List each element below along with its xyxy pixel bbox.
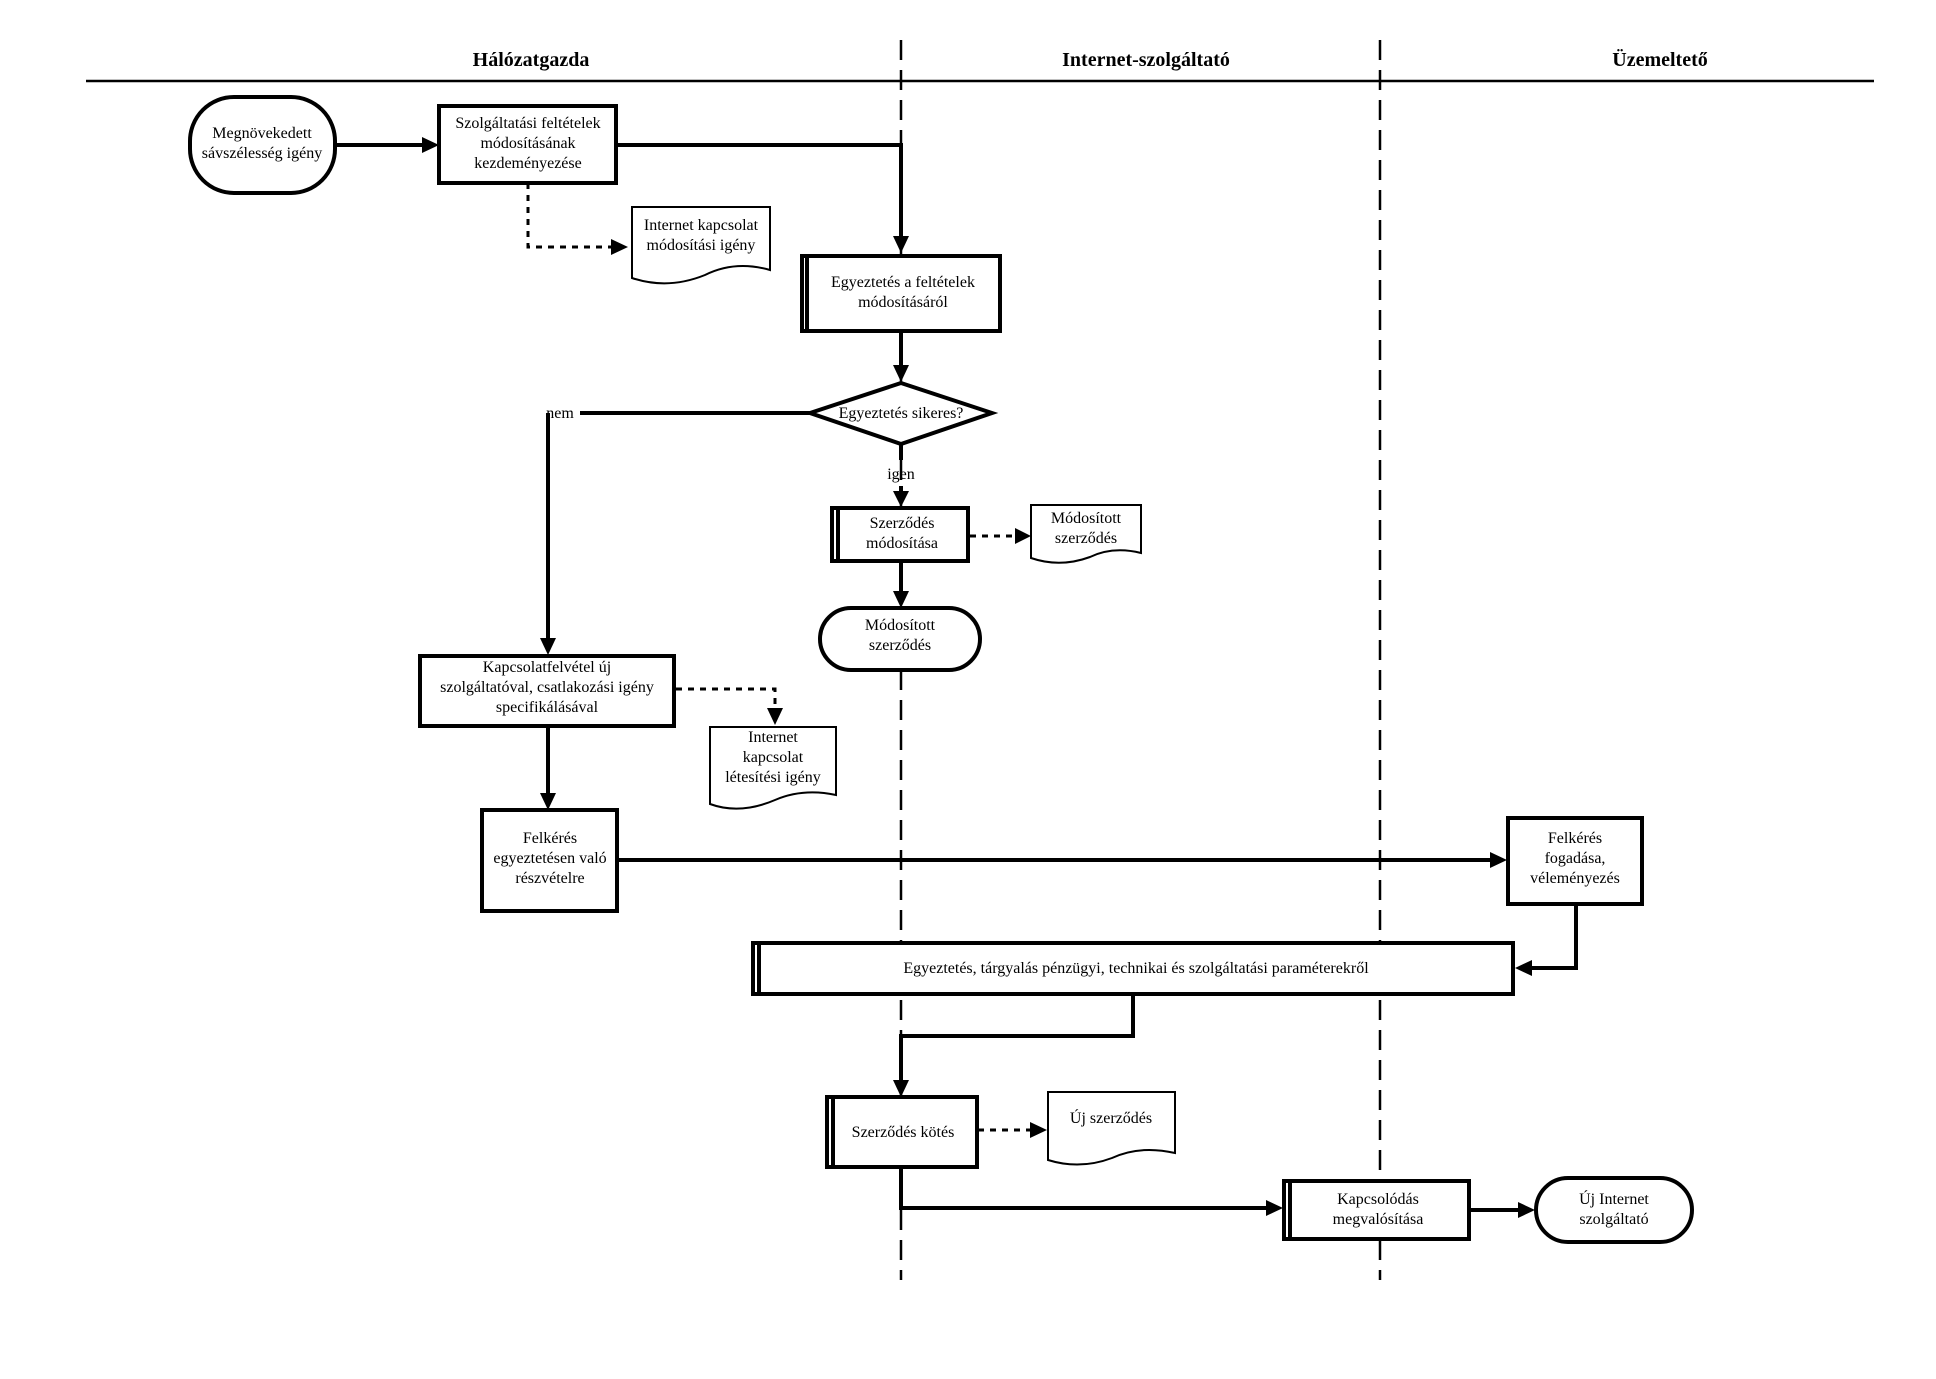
process-receive bbox=[1506, 816, 1644, 906]
arrowhead bbox=[1518, 1202, 1535, 1218]
process-contact-new bbox=[418, 654, 676, 728]
process-init bbox=[437, 104, 618, 185]
arrowhead bbox=[1030, 1122, 1047, 1138]
flow-negotiation-to-contract bbox=[899, 994, 1135, 1082]
document-new-contract-text: Új szerződés bbox=[1070, 1108, 1152, 1127]
process-negotiation-params-text: Egyeztetés, tárgyalás pénzügyi, technika… bbox=[903, 960, 1369, 977]
arrowhead bbox=[611, 239, 628, 255]
arrowhead bbox=[893, 236, 909, 253]
arrowhead bbox=[893, 591, 909, 608]
process-negotiate bbox=[800, 254, 1002, 333]
process-negotiation-params bbox=[751, 941, 1515, 996]
process-contract-sign bbox=[825, 1095, 979, 1169]
document-new-connection-request bbox=[709, 726, 837, 810]
label-no: nem bbox=[546, 405, 574, 422]
arrowhead bbox=[1015, 528, 1031, 544]
process-request bbox=[480, 808, 619, 913]
decision-diamond bbox=[803, 380, 999, 447]
decision-text: Egyeztetés sikeres? bbox=[839, 405, 964, 422]
arrowhead bbox=[540, 638, 556, 655]
arrowhead bbox=[540, 793, 556, 810]
dotted-contact-to-doc bbox=[676, 687, 777, 710]
process-contract-mod bbox=[830, 506, 970, 563]
process-contract-sign-text: Szerződés kötés bbox=[852, 1124, 955, 1141]
lane-title-uzemelteto: Üzemeltető bbox=[1612, 48, 1708, 71]
dotted-init-to-doc bbox=[526, 183, 612, 249]
flow-receive-to-negotiation bbox=[1530, 904, 1578, 970]
document-modified-contract bbox=[1030, 504, 1142, 564]
start-terminator bbox=[188, 95, 337, 195]
flow-init-to-negotiate bbox=[618, 143, 903, 238]
arrowhead bbox=[1266, 1200, 1283, 1216]
arrowhead bbox=[422, 137, 439, 153]
arrowhead bbox=[1515, 960, 1532, 976]
document-new-contract bbox=[1047, 1091, 1176, 1166]
process-connect bbox=[1282, 1179, 1471, 1241]
lane-title-halozatgazda: Hálózatgazda bbox=[473, 49, 590, 71]
arrowhead bbox=[893, 365, 909, 382]
arrowhead bbox=[1490, 852, 1507, 868]
arrowhead bbox=[893, 1080, 909, 1097]
end-terminator-new-provider bbox=[1534, 1176, 1694, 1244]
end-terminator-modified bbox=[818, 606, 982, 672]
lane-title-internet-szolgaltato: Internet-szolgáltató bbox=[1062, 49, 1230, 71]
arrowhead bbox=[767, 708, 783, 725]
document-mod-request bbox=[631, 206, 771, 285]
flow-contract-to-connect bbox=[899, 1167, 1268, 1210]
label-yes: igen bbox=[887, 466, 915, 483]
arrowhead bbox=[893, 491, 909, 507]
